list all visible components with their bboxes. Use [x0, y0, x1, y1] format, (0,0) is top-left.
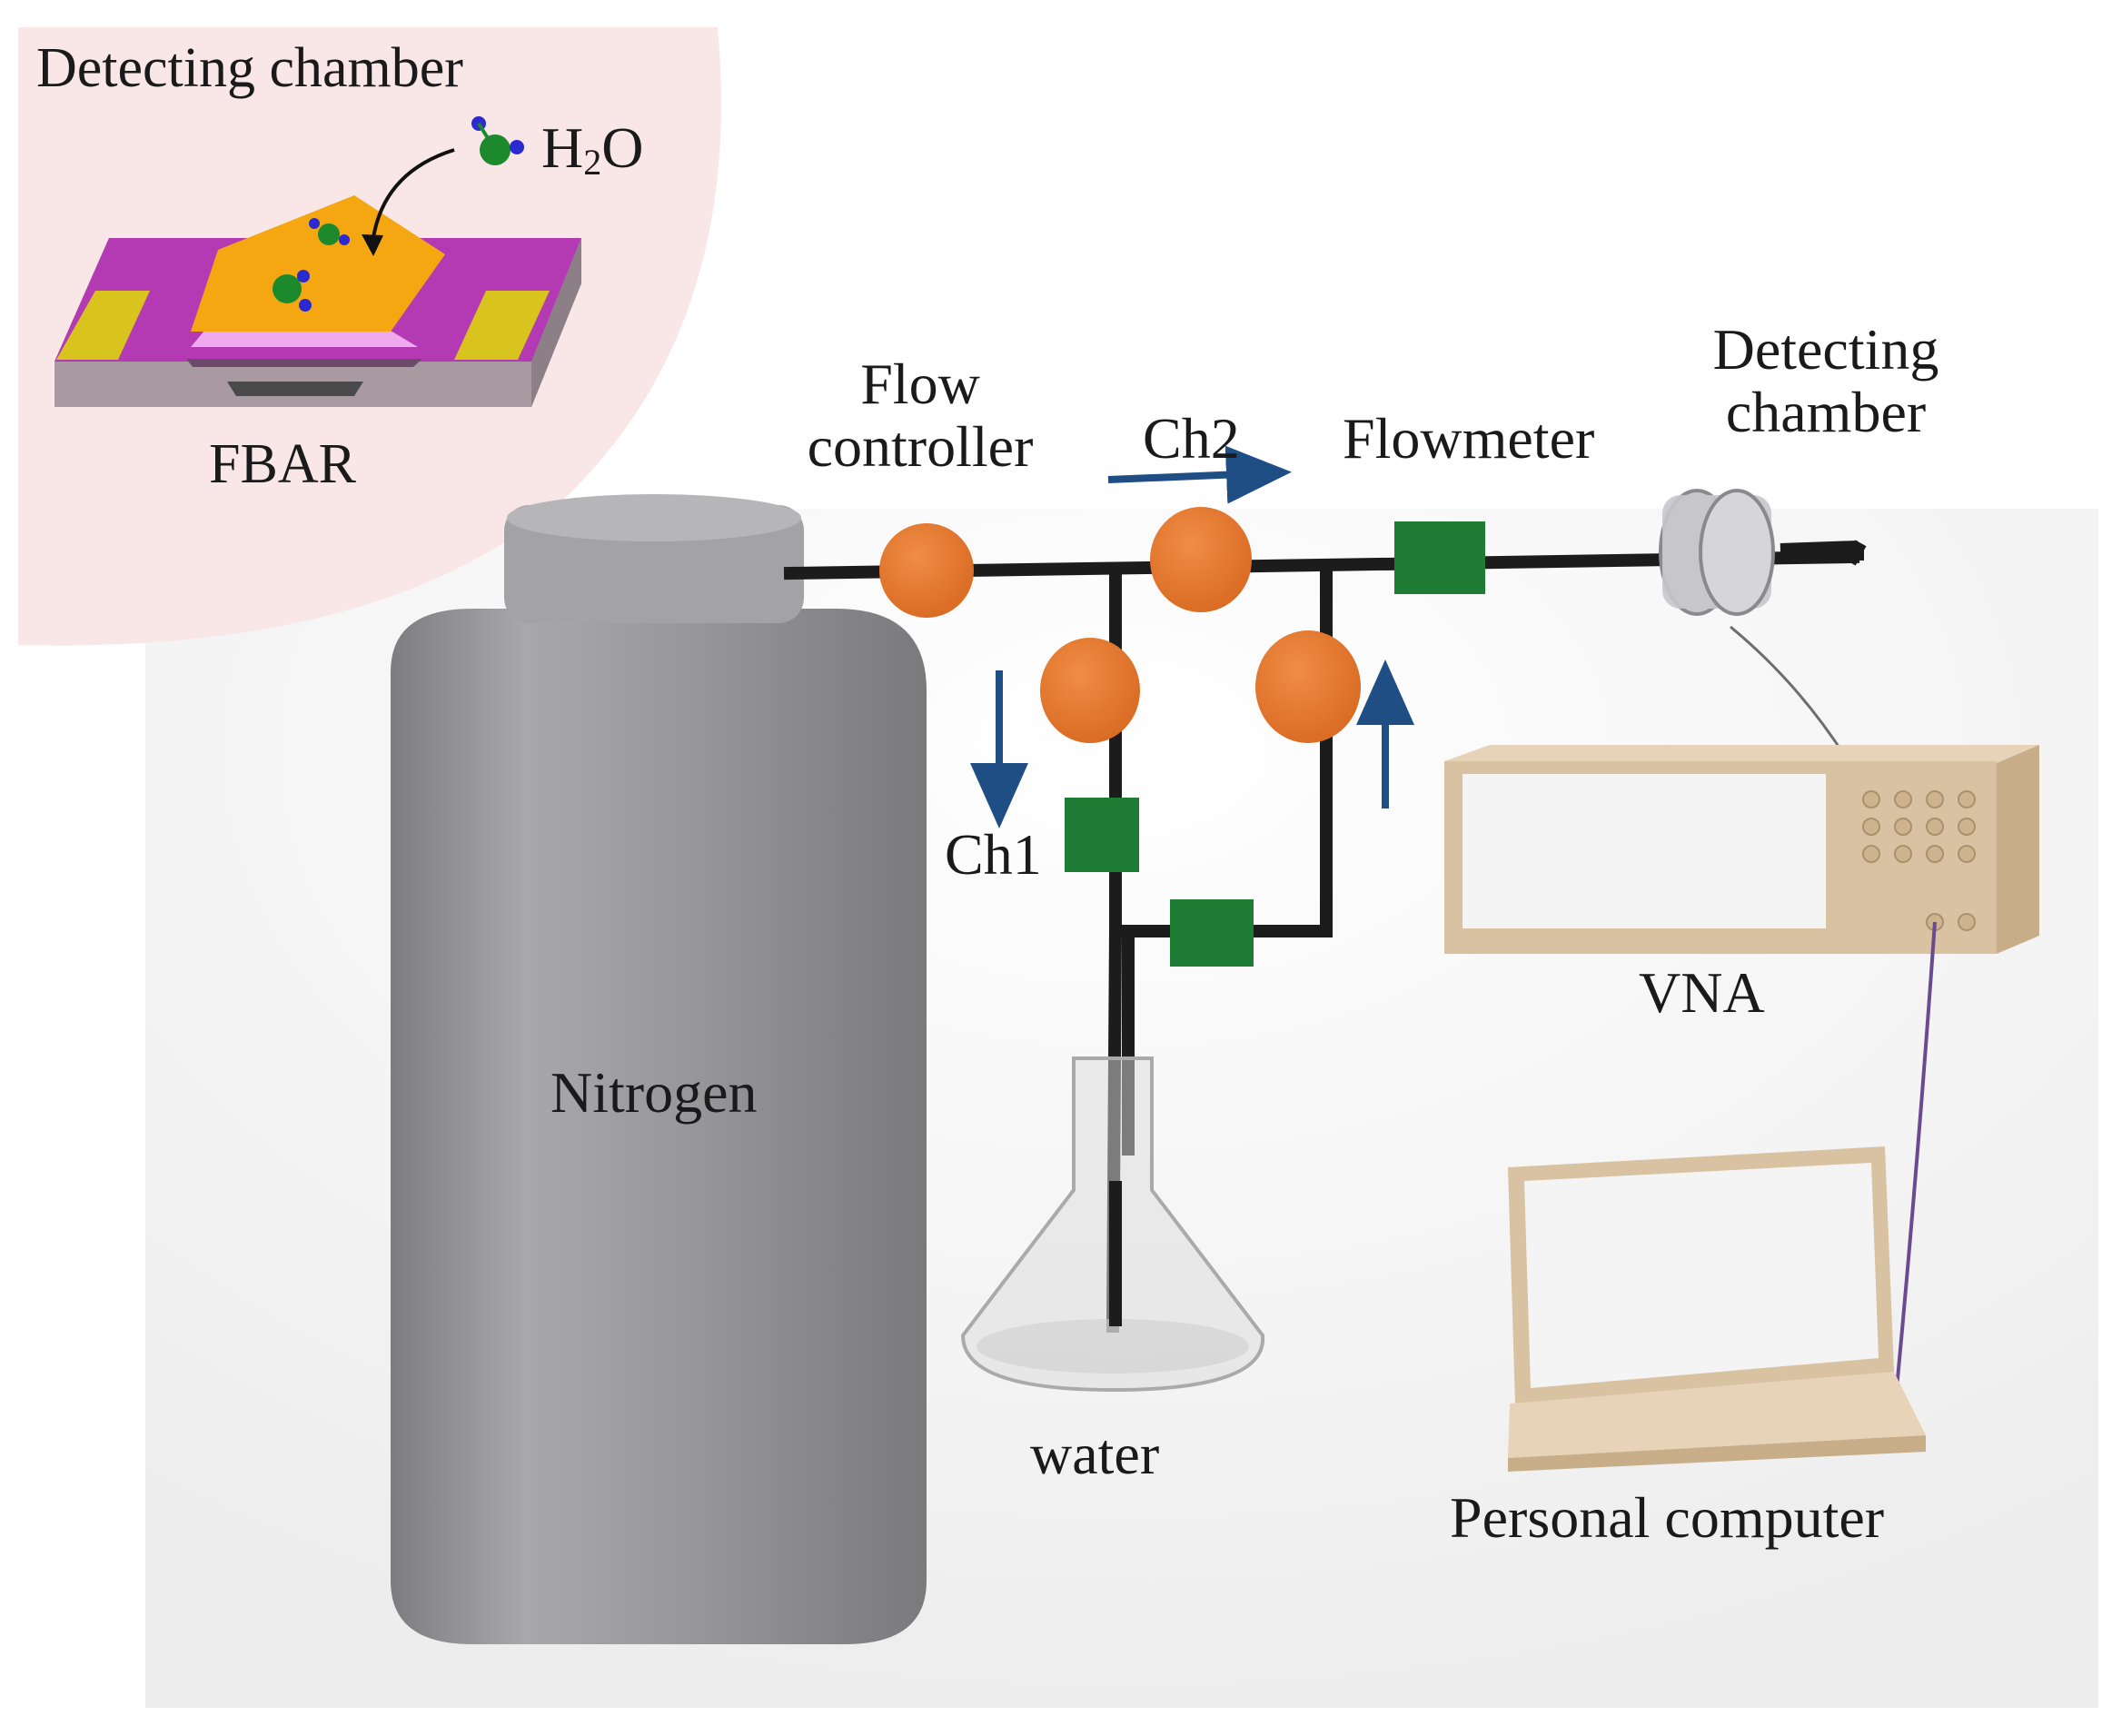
- h2o-suffix: O: [601, 115, 644, 180]
- ch1-label: Ch1: [945, 822, 1042, 887]
- flowmeters: [1065, 521, 1485, 967]
- vna-instrument: [1444, 745, 2039, 954]
- flow-controller-ch2: [1150, 507, 1252, 612]
- outlet-pipe: [1780, 541, 1859, 560]
- water-molecule-icon: [471, 116, 524, 165]
- h2o-prefix: H: [541, 115, 584, 180]
- detecting-chamber-label: Detecting chamber: [1671, 318, 1980, 443]
- flowmeter-ch1: [1065, 798, 1139, 872]
- detecting-chamber-device: [1659, 489, 1775, 616]
- cable-vna-pc: [1892, 921, 1937, 1418]
- nitrogen-label: Nitrogen: [550, 1060, 758, 1125]
- fbar-label: FBAR: [209, 433, 356, 495]
- detecting-chamber-label-line2: chamber: [1725, 380, 1927, 445]
- adsorption-arrow: [371, 148, 455, 244]
- personal-computer-label: Personal computer: [1450, 1485, 1885, 1550]
- flow-controller-ch1: [1040, 638, 1140, 743]
- flow-controllers: [879, 507, 1361, 743]
- flow-controller-label: Flow controller: [788, 352, 1052, 478]
- inset-title: Detecting chamber: [36, 37, 463, 99]
- ch2-label: Ch2: [1143, 406, 1240, 471]
- flow-controller-return: [1255, 630, 1361, 743]
- fbar-device: [55, 195, 581, 407]
- flowmeter-branch: [1170, 899, 1254, 967]
- flowmeter-label: Flowmeter: [1343, 406, 1595, 471]
- h2o-label: H2O: [541, 116, 643, 182]
- flow-controller-main: [879, 523, 974, 618]
- flow-controller-label-line2: controller: [807, 414, 1034, 480]
- vna-label: VNA: [1639, 960, 1765, 1025]
- personal-computer: [1508, 1146, 1926, 1472]
- flowmeter-main: [1394, 521, 1485, 594]
- h2o-subscript: 2: [583, 142, 602, 183]
- water-label: water: [1030, 1422, 1160, 1486]
- flow-controller-label-line1: Flow: [860, 352, 980, 416]
- detecting-chamber-label-line1: Detecting: [1712, 317, 1939, 382]
- flow-arrows: [970, 445, 1414, 828]
- nitrogen-tank: [391, 494, 927, 1644]
- arrow-ch2: [1107, 445, 1292, 504]
